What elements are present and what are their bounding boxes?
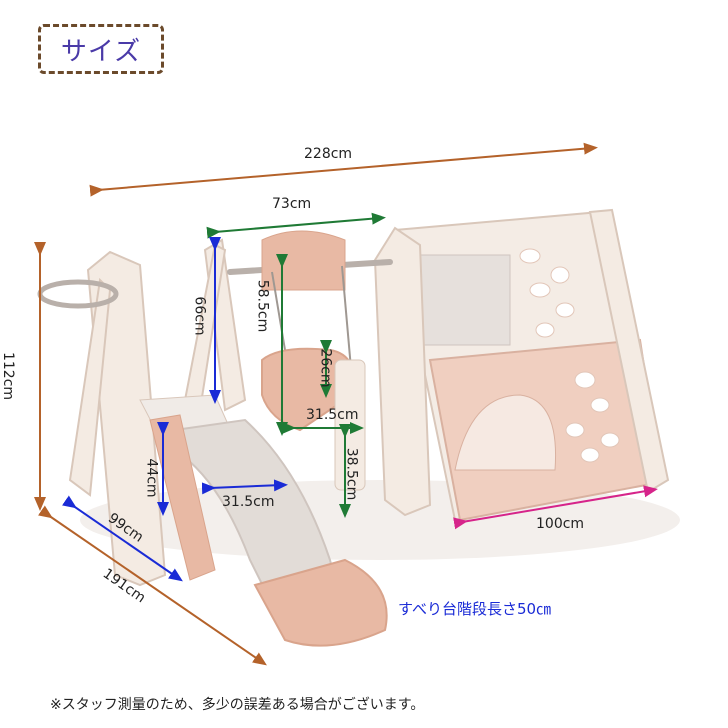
label-swing-frame-height: 66cm [191,296,208,336]
label-seat-height: 26cm [317,348,334,388]
magenta-dimension [453,485,658,530]
label-climber-width: 100cm [536,516,585,532]
label-seat-width: 31.5cm [306,407,359,423]
section-title-box: サイズ [38,24,164,74]
label-slide-width: 31.5cm [222,494,275,510]
label-swing-width: 73cm [272,196,312,212]
measurement-footnote: ※スタッフ測量のため、多少の誤差ある場合がございます。 [50,697,425,713]
label-step-height: 44cm [143,458,160,498]
label-total-width: 228cm [304,146,353,162]
section-title: サイズ [60,36,142,67]
label-total-height: 112cm [0,351,17,401]
label-seat-ground: 38.5cm [343,447,360,501]
climber-unit [373,208,670,522]
slide-step-note: すべり台階段長さ50㎝ [398,600,552,618]
blue-dimensions [62,237,288,582]
green-dimensions [206,212,386,518]
label-swing-chain: 58.5cm [254,279,271,333]
